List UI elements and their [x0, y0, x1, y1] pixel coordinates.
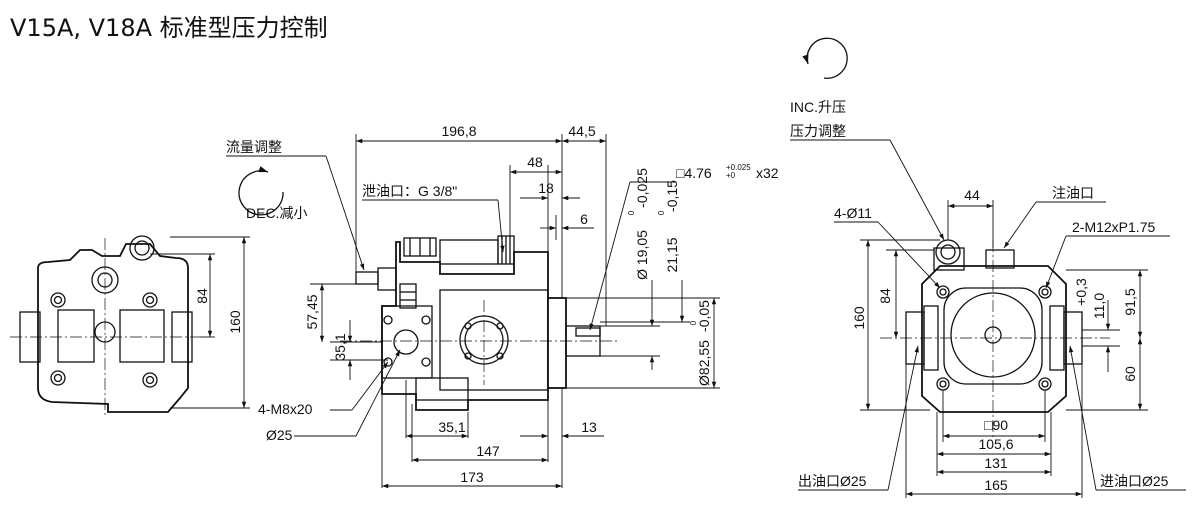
- thread-label: 2-M12xP1.75: [1072, 219, 1155, 235]
- front-left-boss: [57, 309, 95, 363]
- key-tol-upper: +0.025: [726, 163, 751, 172]
- dim-196-8: 196,8: [441, 123, 476, 139]
- rear-dim-44: 44: [964, 187, 980, 203]
- key-label: □4.76: [676, 165, 712, 181]
- front-adjuster-knob: [129, 235, 155, 261]
- rear-dim-160: 160: [851, 306, 867, 330]
- rear-dim-sq90: □90: [984, 417, 1008, 433]
- dim-48: 48: [527, 154, 543, 170]
- mounting-flange: [547, 297, 567, 389]
- outlet-label: 出油口Ø25: [798, 473, 867, 489]
- mount-bolts-label: 4-M8x20: [258, 401, 313, 417]
- rear-dim-131: 131: [984, 455, 1008, 471]
- svg-text:Ø 19,05: Ø 19,05: [634, 230, 650, 280]
- pressure-adjust-label: 压力调整: [790, 123, 846, 139]
- dim-6: 6: [580, 211, 588, 227]
- dec-rotation-arrow: [238, 166, 284, 216]
- side-view: 196,8 44,5 48 18 6 泄油口：G 3/8" 流量调整 DEC.减…: [226, 123, 779, 489]
- shaft-tol-lower: -0,025: [634, 168, 650, 208]
- front-bolt-3: [50, 370, 66, 386]
- key-height-tol-lower: -0,15: [664, 180, 680, 212]
- front-dim-160: 160: [227, 310, 243, 334]
- rear-dim-11: 11,0: [1091, 293, 1107, 319]
- drain-port-label: 泄油口：G 3/8": [362, 183, 457, 199]
- inc-label: INC.升压: [790, 99, 846, 115]
- pilot-dim: Ø82,55: [696, 340, 712, 386]
- rear-dim-60: 60: [1122, 366, 1138, 382]
- port-diameter-label: Ø25: [266, 427, 293, 443]
- mount-holes-label: 4-Ø11: [834, 205, 872, 221]
- rear-housing: [921, 265, 1067, 413]
- shaft-tol-upper: 0: [627, 210, 636, 215]
- front-bolt-2: [142, 292, 158, 308]
- front-view: 84 160: [10, 235, 250, 415]
- dim-13: 13: [581, 419, 597, 435]
- mount-hole-2: [1038, 285, 1052, 299]
- flow-adjust-stem: [355, 271, 379, 285]
- key-tol-lower: +0: [726, 171, 736, 180]
- rear-view: INC.升压 压力调整 44 注油口: [790, 37, 1186, 498]
- dim-44-5: 44,5: [568, 123, 595, 139]
- fill-port-label: 注油口: [1052, 185, 1094, 201]
- dim-35-1-horizontal: 35,1: [438, 419, 465, 435]
- pilot-tol-lower: -0,05: [696, 300, 712, 332]
- front-bolt-1: [50, 292, 66, 308]
- front-housing: [37, 243, 189, 413]
- flow-adjust-label: 流量调整: [226, 139, 282, 155]
- front-dim-84: 84: [194, 288, 210, 304]
- dim-57-45: 57,45: [304, 294, 320, 329]
- key-height-tol-upper: 0: [657, 210, 666, 215]
- front-bolt-4: [142, 372, 158, 388]
- inc-rotation-arrow: [802, 37, 848, 79]
- front-right-boss: [119, 309, 165, 363]
- pilot-tol-upper: 0: [689, 320, 698, 325]
- inlet-label: 进油口Ø25: [1100, 473, 1169, 489]
- rear-dim-105-6: 105,6: [978, 436, 1013, 452]
- shaft-dim: Ø 19,05: [634, 230, 650, 280]
- rear-dim-84: 84: [877, 288, 893, 304]
- outlet-port-bore: [393, 329, 419, 355]
- fill-port-boss: [985, 249, 1015, 269]
- rear-dim-165: 165: [984, 477, 1008, 493]
- dim-173: 173: [460, 469, 484, 485]
- dim-147: 147: [476, 443, 500, 459]
- pressure-adjuster: [933, 247, 965, 271]
- dim-35-1-vertical: 35,1: [332, 333, 348, 360]
- page-title: V15A, V18A 标准型压力控制: [10, 14, 328, 42]
- shaft-key: [575, 327, 601, 337]
- dim-18: 18: [538, 180, 554, 196]
- dec-label: DEC.减小: [246, 205, 307, 221]
- key-height-dim: 21,15: [664, 237, 680, 272]
- mount-hole-1: [936, 285, 950, 299]
- key-length: x32: [756, 165, 779, 181]
- rear-dim-11-tol: +0,3: [1073, 278, 1089, 306]
- rear-dim-91-5: 91,5: [1122, 288, 1138, 315]
